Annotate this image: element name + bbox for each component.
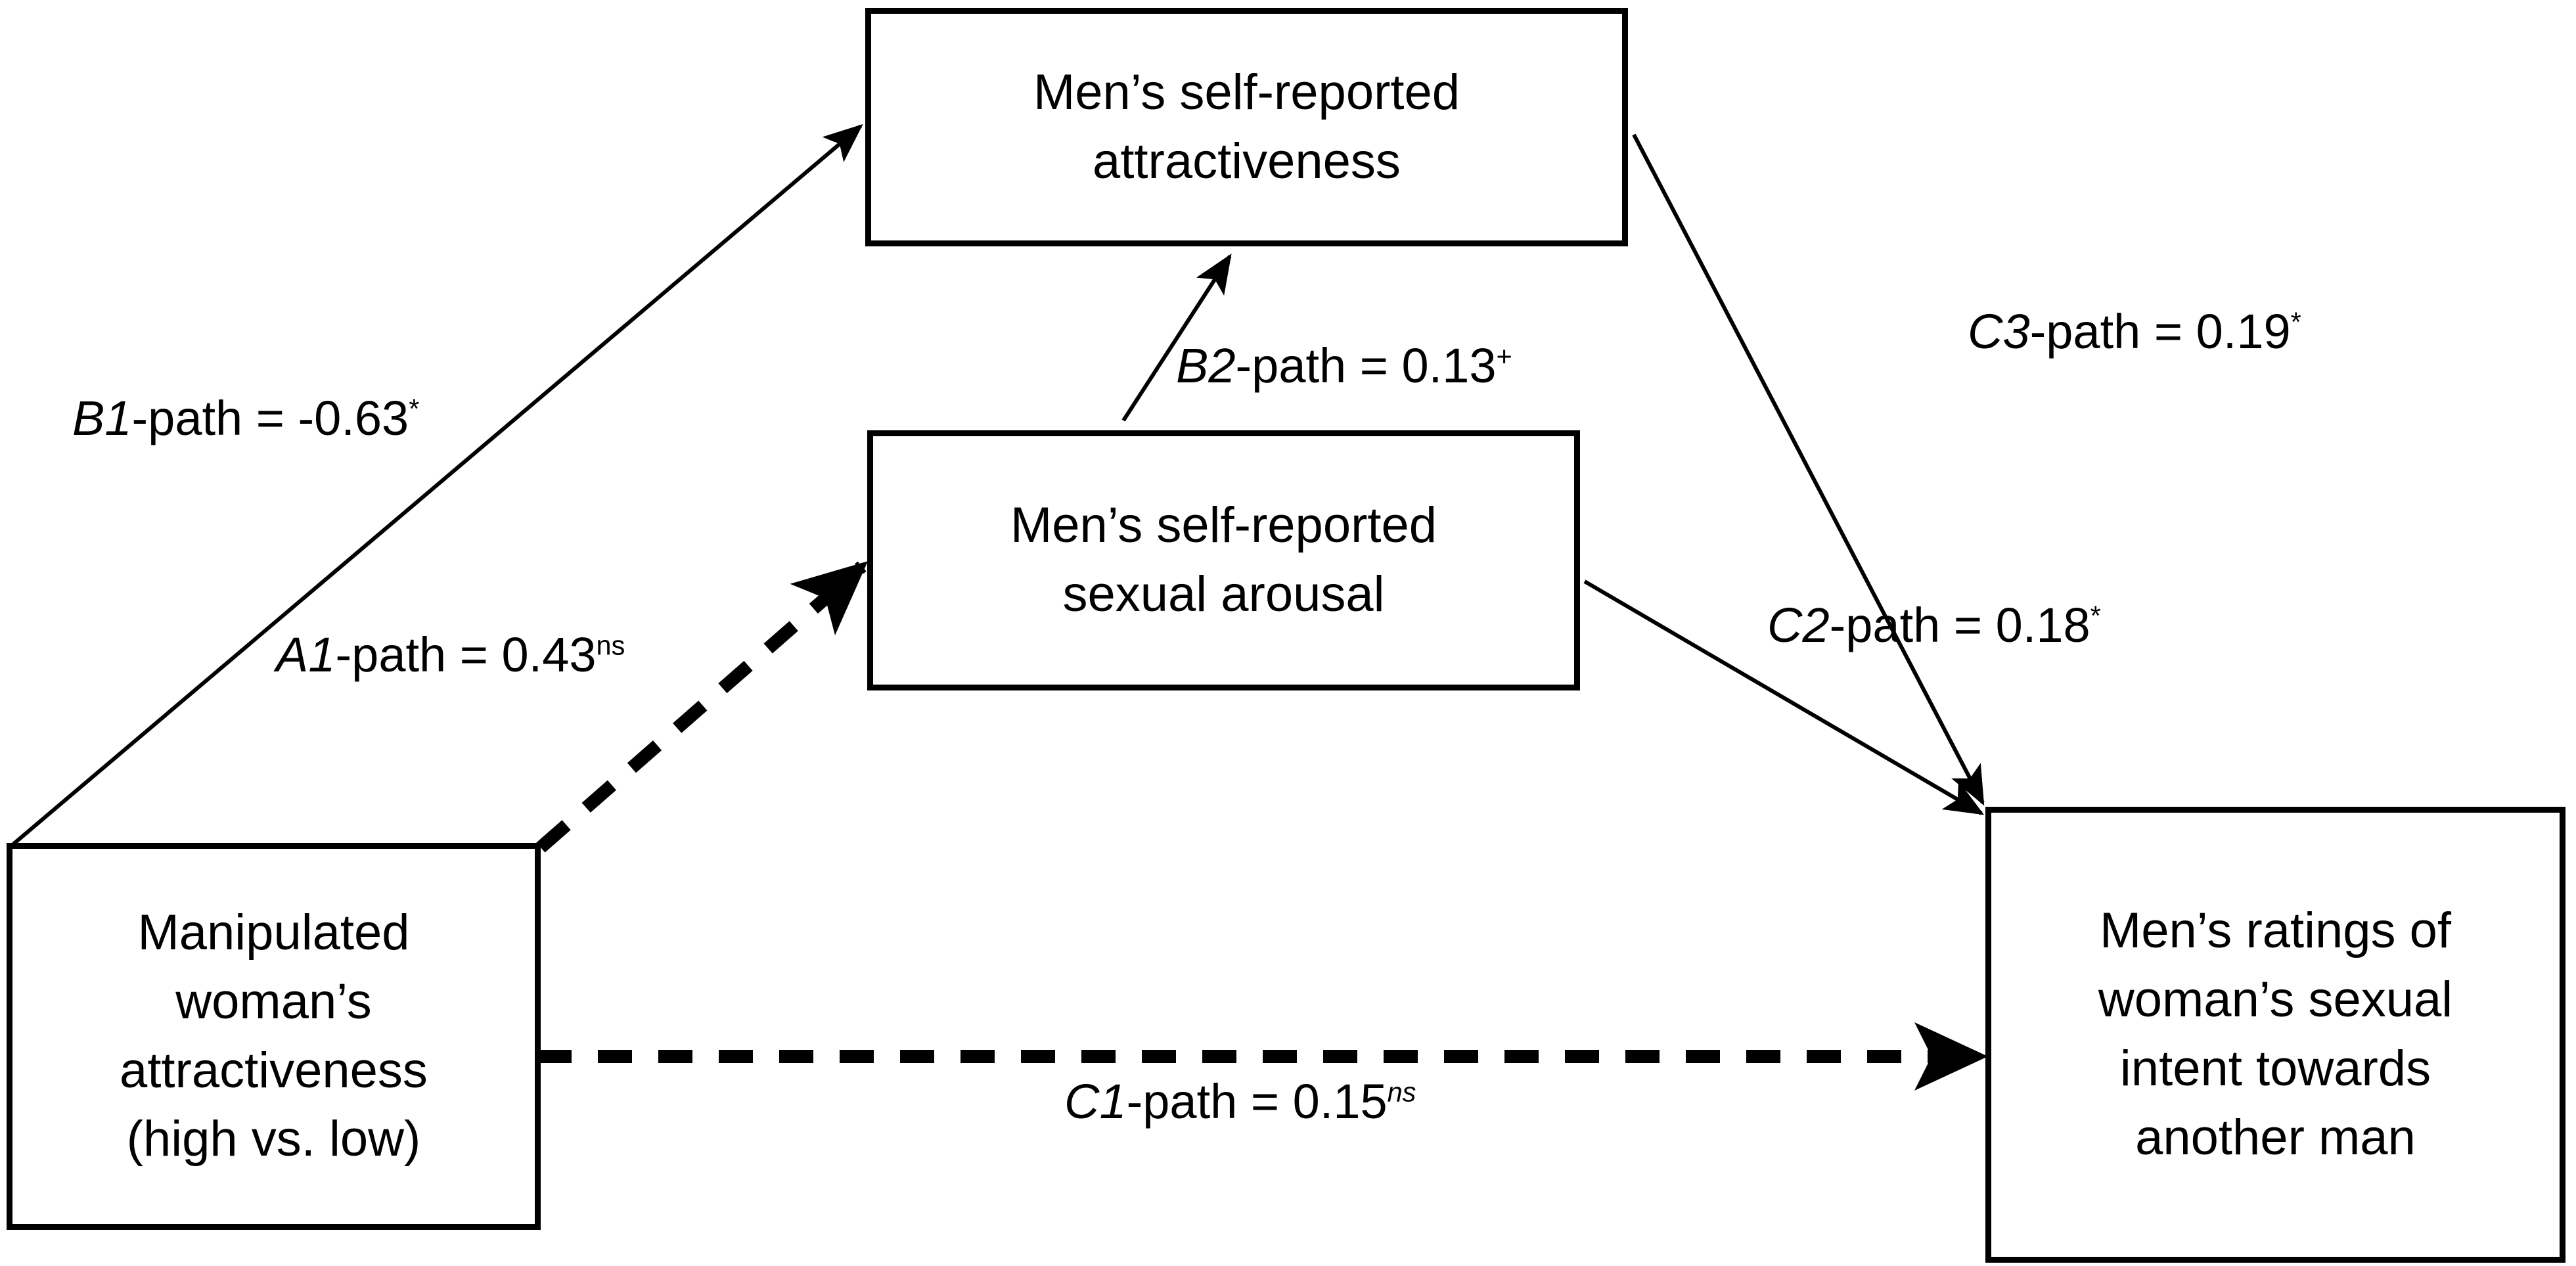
path-text-b2: -path = 0.13 <box>1235 338 1497 393</box>
path-sig-c2: * <box>2090 600 2101 631</box>
path-text-c1: -path = 0.15 <box>1126 1074 1388 1129</box>
path-label-c2: C2-path = 0.18* <box>1767 601 2101 650</box>
path-sig-b2: + <box>1496 340 1512 372</box>
path-text-b1: -path = -0.63 <box>131 391 409 445</box>
path-text-c3: -path = 0.19 <box>2029 304 2291 359</box>
path-name-b2: B2 <box>1176 338 1236 393</box>
path-label-c1: C1-path = 0.15ns <box>1064 1077 1416 1126</box>
path-name-a1: A1 <box>276 627 336 682</box>
path-line-b2 <box>1121 253 1232 422</box>
node-label-manipulation: Manipulated woman’s attractiveness (high… <box>120 904 428 1167</box>
path-label-b1: B1-path = -0.63* <box>72 394 419 443</box>
node-box-arousal: Men’s self-reported sexual arousal <box>867 430 1580 690</box>
node-label-arousal: Men’s self-reported sexual arousal <box>1010 497 1437 622</box>
path-sig-c3: * <box>2290 306 2301 338</box>
path-sig-a1: ns <box>596 629 625 661</box>
path-text-c2: -path = 0.18 <box>1829 598 2090 652</box>
path-label-c3: C3-path = 0.19* <box>1968 307 2301 356</box>
path-line-c3 <box>1632 133 1985 806</box>
path-sig-c1: ns <box>1387 1076 1416 1108</box>
path-text-a1: -path = 0.43 <box>335 627 597 682</box>
path-name-c2: C2 <box>1767 598 1830 652</box>
path-name-b1: B1 <box>72 391 132 445</box>
node-box-intent: Men’s ratings of woman’s sexual intent t… <box>1985 807 2565 1263</box>
path-label-b2: B2-path = 0.13+ <box>1176 342 1512 390</box>
node-label-attractiveness: Men’s self-reported attractiveness <box>1033 64 1460 189</box>
path-label-a1: A1-path = 0.43ns <box>276 631 625 679</box>
path-line-a1 <box>536 561 869 853</box>
node-box-attractiveness: Men’s self-reported attractiveness <box>865 8 1628 246</box>
path-name-c3: C3 <box>1968 304 2030 359</box>
node-box-manipulation: Manipulated woman’s attractiveness (high… <box>7 843 541 1230</box>
path-name-c1: C1 <box>1064 1074 1127 1129</box>
path-line-b1 <box>12 124 863 846</box>
path-line-c2 <box>1583 579 1985 815</box>
path-sig-b1: * <box>409 393 420 424</box>
node-label-intent: Men’s ratings of woman’s sexual intent t… <box>2098 903 2453 1165</box>
